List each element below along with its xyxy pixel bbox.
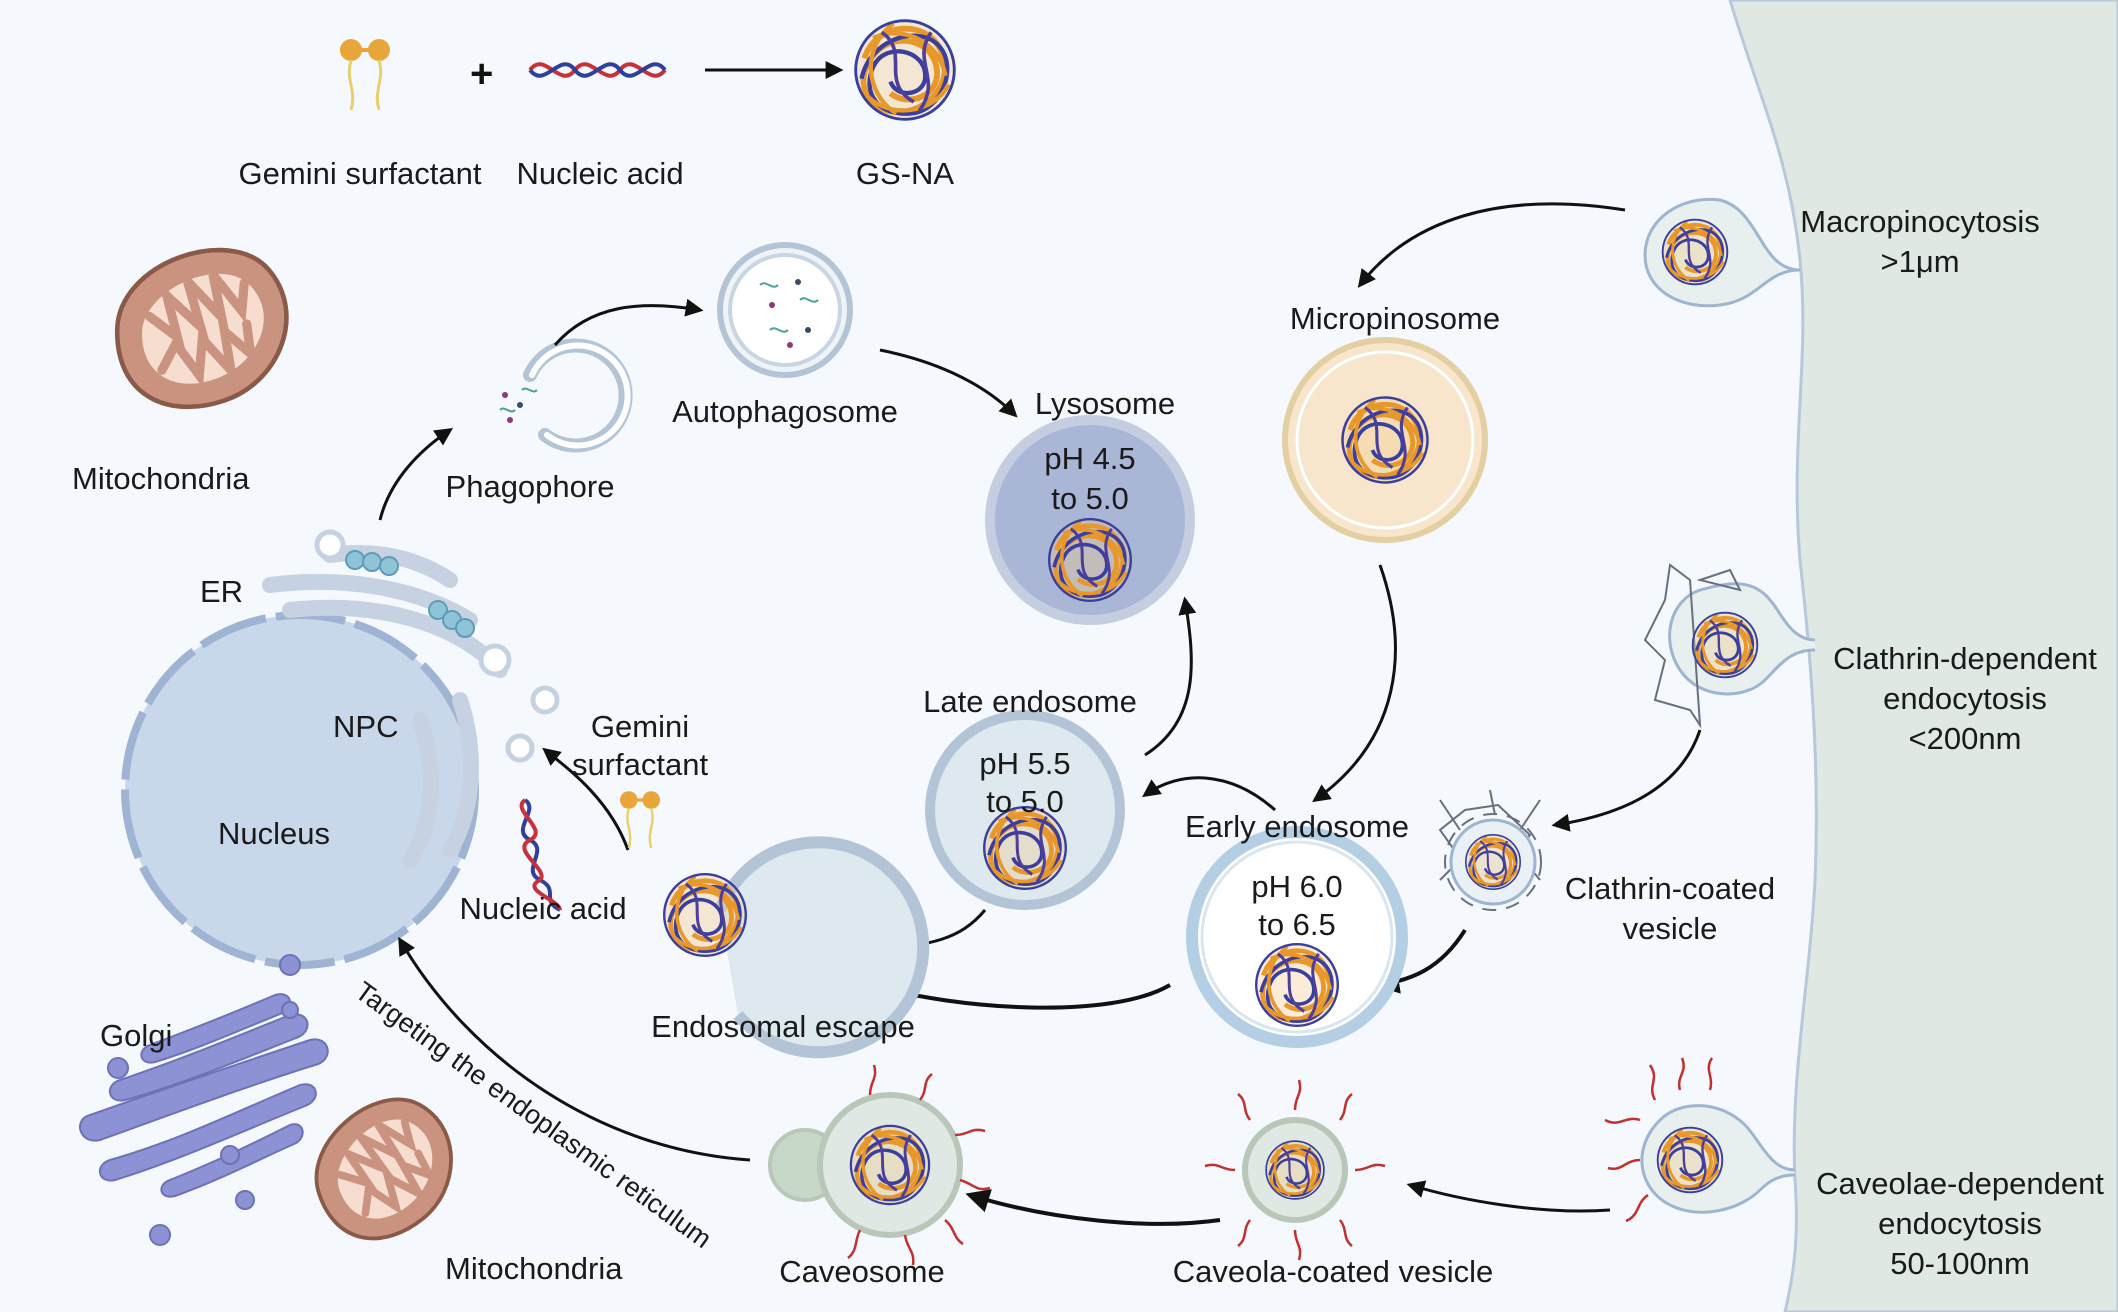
micropinosome-vesicle bbox=[1282, 337, 1488, 543]
er-label: ER bbox=[200, 574, 244, 609]
clathrin-label-2: endocytosis bbox=[1883, 681, 2047, 716]
mitochondria-top-icon bbox=[89, 220, 317, 438]
caveolae-size: 50-100nm bbox=[1890, 1246, 2030, 1281]
late-endosome-vesicle bbox=[925, 710, 1125, 910]
arrow-early-to-late bbox=[1142, 776, 1276, 812]
caveosome-vesicle bbox=[768, 1064, 991, 1266]
clathrin-label: Clathrin-dependent bbox=[1833, 641, 2097, 676]
arrow-late-to-lysosome bbox=[1144, 596, 1197, 757]
early-endosome-label: Early endosome bbox=[1184, 809, 1410, 844]
lysosome-ph-1: pH 4.5 bbox=[1044, 441, 1136, 476]
early-endosome-vesicle bbox=[1186, 826, 1408, 1048]
legend-gsna-label: GS-NA bbox=[855, 156, 955, 191]
golgi-organelle bbox=[79, 954, 329, 1246]
caveolae-label: Caveolae-dependent bbox=[1816, 1166, 2104, 1201]
arrow-vesicle-to-caveosome bbox=[965, 1189, 1221, 1226]
arrow-caveolae-to-vesicle bbox=[1406, 1180, 1611, 1213]
cell-membrane bbox=[1728, 0, 2118, 1312]
late-endosome-label: Late endosome bbox=[923, 684, 1137, 719]
lysosome-vesicle bbox=[985, 415, 1195, 625]
legend-gemini-surfactant-icon bbox=[338, 37, 392, 112]
arrow-escape-to-released bbox=[542, 747, 630, 851]
clathrin-bud bbox=[1643, 563, 1816, 729]
arrow-er-targeting bbox=[398, 936, 751, 1162]
early-endosome-ph-2: to 6.5 bbox=[1258, 907, 1336, 942]
early-endosome-ph-1: pH 6.0 bbox=[1251, 869, 1343, 904]
macropinocytosis-bud bbox=[1643, 197, 1801, 308]
caveosome-label: Caveosome bbox=[779, 1254, 945, 1289]
endosomal-escape-vesicle bbox=[664, 836, 930, 1059]
autophagosome-label: Autophagosome bbox=[672, 394, 898, 429]
autophagosome-vesicle bbox=[717, 242, 853, 378]
mitochondria-bottom-icon bbox=[291, 1074, 480, 1265]
golgi-label: Golgi bbox=[100, 1018, 173, 1053]
caveola-vesicle-label: Caveola-coated vesicle bbox=[1172, 1254, 1494, 1289]
legend-nucleic-acid-icon bbox=[528, 62, 667, 78]
legend-nucleic-acid-label: Nucleic acid bbox=[516, 156, 684, 191]
macropinocytosis-size: >1μm bbox=[1880, 244, 1960, 279]
macropinocytosis-label: Macropinocytosis bbox=[1800, 204, 2040, 239]
arrow-autophago-to-lysosome bbox=[879, 348, 1018, 418]
legend-gsna-icon bbox=[856, 21, 955, 120]
caveola-coated-vesicle bbox=[1204, 1079, 1386, 1261]
svg-text:+: + bbox=[470, 52, 493, 96]
released-nucleic-acid-label: Nucleic acid bbox=[459, 891, 627, 926]
nucleus-organelle bbox=[121, 611, 479, 969]
arrow-micro-to-early bbox=[1312, 564, 1397, 803]
mitochondria-bottom-label: Mitochondria bbox=[445, 1251, 623, 1286]
clathrin-vesicle-label-1: Clathrin-coated bbox=[1564, 871, 1776, 906]
lysosome-label: Lysosome bbox=[1034, 386, 1176, 421]
nucleus-label: Nucleus bbox=[218, 816, 330, 851]
micropinosome-label: Micropinosome bbox=[1289, 301, 1501, 336]
caveolae-bud bbox=[1604, 1057, 1796, 1223]
late-endosome-ph-1: pH 5.5 bbox=[979, 746, 1071, 781]
er-vesicles bbox=[314, 529, 560, 763]
legend-gemini-surfactant-label: Gemini surfactant bbox=[238, 156, 482, 191]
released-surfactant-icon bbox=[618, 789, 662, 850]
mitochondria-top-label: Mitochondria bbox=[72, 461, 250, 496]
endosomal-escape-label: Endosomal escape bbox=[651, 1009, 915, 1044]
arrow-er-to-phagophore bbox=[378, 428, 453, 521]
caveolae-label-2: endocytosis bbox=[1878, 1206, 2042, 1241]
clathrin-size: <200nm bbox=[1908, 721, 2022, 756]
phagophore-label: Phagophore bbox=[445, 469, 615, 504]
released-gemini-label-2: surfactant bbox=[571, 747, 709, 782]
clathrin-coated-vesicle bbox=[1438, 789, 1542, 911]
arrow-macro-to-micro bbox=[1357, 202, 1626, 288]
arrow-phagophore-to-autophago bbox=[553, 298, 704, 346]
released-nucleic-acid-icon bbox=[519, 798, 562, 912]
released-gemini-label-1: Gemini bbox=[590, 709, 690, 744]
er-ribosomes bbox=[345, 550, 475, 638]
phagophore-vesicle bbox=[499, 338, 633, 453]
npc-label: NPC bbox=[333, 709, 399, 744]
clathrin-vesicle-label-2: vesicle bbox=[1622, 911, 1718, 946]
late-endosome-ph-2: to 5.0 bbox=[986, 784, 1064, 819]
lysosome-ph-2: to 5.0 bbox=[1051, 481, 1129, 516]
arrow-clathrin-to-vesicle bbox=[1551, 729, 1702, 832]
